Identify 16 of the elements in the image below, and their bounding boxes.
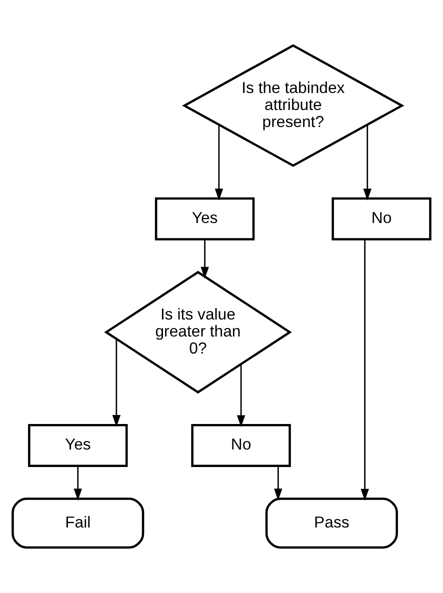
arrow — [363, 124, 372, 200]
arrow — [274, 466, 282, 500]
node-box: No — [191, 424, 291, 468]
node-box: Yes — [28, 424, 128, 468]
arrow — [74, 466, 82, 500]
node-box: Fail — [12, 498, 144, 549]
node-box: Yes — [154, 197, 255, 240]
node-box: No — [332, 197, 432, 240]
node-box: Pass — [265, 498, 398, 549]
arrow — [112, 338, 121, 427]
node-diamond: Is its value greater than 0? — [104, 270, 292, 394]
arrow — [200, 240, 209, 279]
arrow — [214, 124, 224, 200]
node-diamond: Is the tabindex attribute present? — [182, 44, 404, 167]
arrow — [236, 364, 246, 428]
arrow — [360, 239, 369, 501]
